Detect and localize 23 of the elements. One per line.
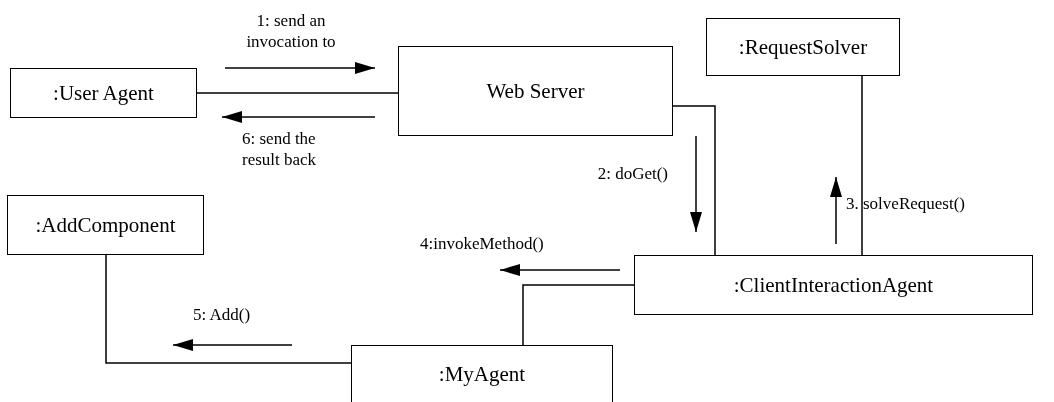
link-line <box>522 284 635 346</box>
object-name: :RequestSolver <box>738 34 868 60</box>
object-box <box>706 18 900 76</box>
link-line <box>861 75 863 256</box>
message-label: 5: Add() <box>193 304 252 325</box>
message-label: 4:invokeMethod() <box>420 233 545 254</box>
object-box <box>398 46 673 136</box>
object-name: :User Agent <box>53 80 154 106</box>
object-name: :AddComponent <box>35 212 176 238</box>
object-name: :ClientInteractionAgent <box>733 272 934 298</box>
message-label: 6: send the result back <box>242 128 318 170</box>
message-label: 1: send an invocation to <box>245 10 337 52</box>
link-line <box>672 105 716 256</box>
object-box <box>351 345 613 402</box>
object-name: :MyAgent <box>438 362 526 387</box>
object-box <box>7 195 204 255</box>
link-line <box>105 254 352 364</box>
object-name: Web Server <box>486 78 585 104</box>
object-box <box>10 68 197 118</box>
message-label: 2: doGet() <box>596 163 668 184</box>
message-label: 3. solveRequest() <box>846 193 966 214</box>
object-box <box>634 255 1033 315</box>
link-line <box>196 92 399 94</box>
